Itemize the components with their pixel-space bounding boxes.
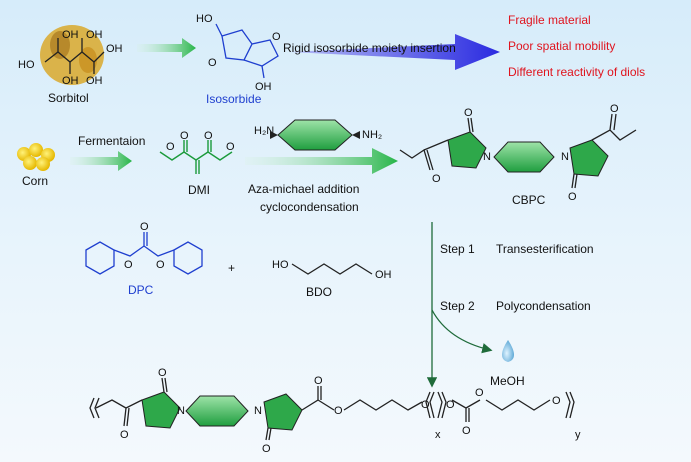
step1-name: Transesterification [496, 242, 594, 256]
cbpc-n-2: N [561, 151, 569, 163]
polymer-o-5: O [334, 405, 343, 417]
corn-cob-icon [40, 25, 104, 85]
arrow-insertion [290, 34, 500, 70]
isosorbide-label: Isosorbide [206, 92, 262, 106]
dpc-o-1: O [140, 221, 149, 233]
polymer-o-10: O [552, 395, 561, 407]
sorbitol-ho-1: HO [18, 59, 35, 71]
dmi-o-2: O [204, 130, 213, 142]
polymer-structure: O O N N O O O O x O O O O y [89, 367, 581, 455]
drawback-item-2: Poor spatial mobility [508, 39, 615, 53]
polymer-n-1: N [177, 405, 185, 417]
sorbitol-structure: OH OH OH HO OH OH Sorbitol [18, 25, 123, 105]
water-drop-icon [502, 340, 514, 362]
sorbitol-oh-3: OH [106, 43, 123, 55]
cbpc-o-3: O [610, 103, 619, 115]
cbpc-o-4: O [568, 191, 577, 203]
bdo-label: BDO [306, 285, 332, 299]
sorbitol-oh-1: OH [62, 29, 79, 41]
isosorbide-ho: HO [196, 13, 213, 25]
isosorbide-oh: OH [255, 81, 272, 93]
bdo-ho: HO [272, 259, 289, 271]
polymer-o-7: O [446, 399, 455, 411]
corn-icon [17, 143, 55, 171]
drawbacks-list: Fragile material Poor spatial mobility D… [508, 13, 645, 79]
arrow-to-isosorbide [137, 38, 196, 58]
isosorbide-structure: HO OH O O Isosorbide [196, 13, 281, 106]
dpc-o-2: O [124, 259, 133, 271]
cbpc-structure: O O N N O O CBPC [399, 103, 637, 207]
sorbitol-oh-4: OH [62, 75, 79, 87]
bdo-structure: HO OH BDO [272, 259, 392, 299]
polymer-o-8: O [462, 425, 471, 437]
polymer-subscript-x: x [435, 429, 441, 441]
step1-number: Step 1 [440, 242, 475, 256]
aza-label-line2: cyclocondensation [260, 200, 359, 214]
drawback-item-1: Fragile material [508, 13, 591, 27]
diamine-nh2: NH₂ [362, 129, 382, 141]
polymer-o-1: O [120, 429, 129, 441]
diamine-h2n: H₂N [254, 125, 274, 137]
polymer-o-9: O [475, 387, 484, 399]
polymer-o-4: O [314, 375, 323, 387]
step2-number: Step 2 [440, 299, 475, 313]
polymer-o-6: O [421, 399, 430, 411]
dpc-structure: O O O DPC [85, 221, 203, 297]
arrow-aza-michael [245, 148, 398, 174]
dmi-label: DMI [188, 183, 210, 197]
meoh-label: MeOH [490, 374, 525, 388]
dmi-o-3: O [166, 141, 175, 153]
aza-label-line1: Aza-michael addition [248, 182, 359, 196]
cbpc-o-2: O [432, 173, 441, 185]
polymer-o-3: O [262, 443, 271, 455]
dpc-label: DPC [128, 283, 154, 297]
step2-name: Polycondensation [496, 299, 591, 313]
meoh-release-arrow [431, 309, 493, 354]
dmi-o-1: O [180, 130, 189, 142]
cbpc-label: CBPC [512, 193, 546, 207]
insertion-text: Rigid isosorbide moiety insertion [283, 41, 456, 55]
diamine-structure: H₂N NH₂ [254, 119, 382, 151]
dpc-o-3: O [156, 259, 165, 271]
dmi-structure: O O O O DMI [159, 130, 235, 197]
arrow-fermentation [70, 151, 132, 171]
corn-label: Corn [22, 174, 48, 188]
sorbitol-oh-2: OH [86, 29, 103, 41]
polymer-n-2: N [254, 405, 262, 417]
isosorbide-o-2: O [272, 31, 281, 43]
sorbitol-oh-5: OH [86, 75, 103, 87]
isosorbide-o-1: O [208, 57, 217, 69]
polymer-o-2: O [158, 367, 167, 379]
drawback-item-3: Different reactivity of diols [508, 65, 645, 79]
fermentation-label: Fermentaion [78, 134, 145, 148]
cbpc-n-1: N [483, 151, 491, 163]
bdo-oh: OH [375, 269, 392, 281]
polymer-subscript-y: y [575, 429, 581, 441]
sorbitol-label: Sorbitol [48, 91, 89, 105]
dmi-o-4: O [226, 141, 235, 153]
cbpc-o-1: O [464, 107, 473, 119]
plus-sign: + [228, 261, 235, 275]
